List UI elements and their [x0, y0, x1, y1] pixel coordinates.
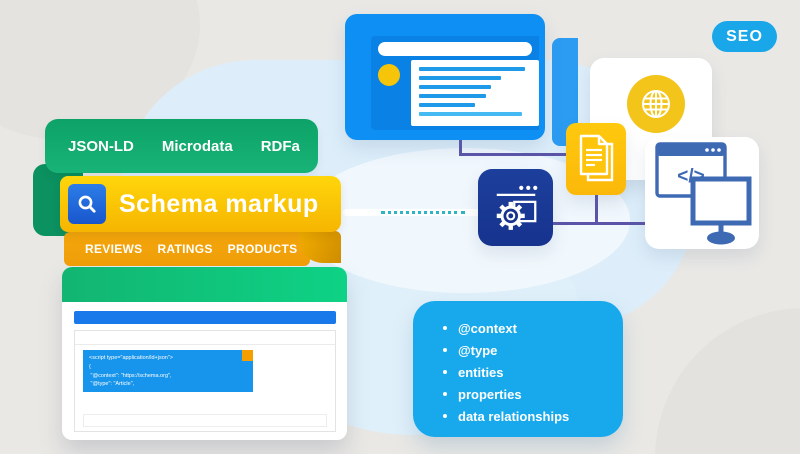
text-line [419, 103, 475, 107]
connector-line [595, 192, 598, 225]
background-circle [655, 308, 800, 454]
list-item: data relationships [443, 408, 623, 424]
page-title: Schema markup [119, 189, 319, 218]
document-card [566, 123, 626, 195]
code-snippet: <script type="application/ld+json"> { "@… [83, 350, 253, 389]
mockup-content-panel: <script type="application/ld+json"> { "@… [74, 330, 336, 432]
seo-badge[interactable]: SEO [712, 21, 777, 52]
schema-properties-list: @context @type entities properties data … [443, 320, 623, 424]
list-item: properties [443, 386, 623, 402]
text-line [419, 67, 525, 71]
format-tabs-banner: JSON-LD Microdata RDFa [45, 119, 318, 173]
list-item-label: entities [458, 364, 504, 380]
mockup-toolbar-strip [75, 331, 335, 345]
connector-line [552, 222, 648, 225]
document-icon [579, 134, 614, 182]
tab-microdata[interactable]: Microdata [161, 137, 233, 155]
text-line [419, 85, 491, 89]
list-item: @context [443, 320, 623, 336]
tab-rdfa[interactable]: RDFa [260, 137, 300, 155]
mockup-header-bar [62, 267, 347, 302]
list-item: @type [443, 342, 623, 358]
list-item-label: @type [458, 342, 498, 358]
globe-icon [627, 75, 685, 133]
search-button[interactable] [68, 184, 106, 224]
list-item-label: properties [458, 386, 522, 402]
webpage-mockup: <script type="application/ld+json"> { "@… [62, 267, 347, 440]
code-line: "@context": "https://schema.org", [89, 372, 172, 379]
connector-line [459, 153, 569, 156]
seo-badge-label: SEO [726, 27, 763, 45]
tab-reviews[interactable]: REVIEWS [85, 242, 143, 256]
bullet-dot [443, 326, 447, 330]
text-line [419, 76, 501, 80]
dotted-connector-dashes [381, 211, 465, 214]
avatar-dot [378, 64, 400, 86]
connector-line [459, 137, 462, 156]
code-selection-handle [242, 350, 253, 361]
code-editor[interactable]: <script type="application/ld+json"> { "@… [83, 350, 253, 392]
schema-markup-ribbon: Schema markup [60, 176, 341, 232]
code-line: { [89, 363, 91, 370]
mockup-footer-strip [83, 414, 327, 427]
dotted-connector [343, 209, 501, 216]
gear-icon [496, 185, 537, 230]
code-line: <script type="application/ld+json"> [89, 355, 174, 361]
list-item: entities [443, 364, 623, 380]
tab-ratings[interactable]: RATINGS [157, 242, 213, 256]
bullet-dot [443, 348, 447, 352]
bullet-dot [443, 414, 447, 418]
mockup-title-bar [74, 311, 336, 324]
list-item-label: @context [458, 320, 517, 336]
schema-properties-panel: @context @type entities properties data … [413, 301, 623, 437]
tab-products[interactable]: PRODUCTS [227, 242, 298, 256]
settings-card [478, 169, 553, 246]
bullet-dot [443, 392, 447, 396]
code-line: "@type": "Article", [89, 381, 135, 388]
code-monitor-icon: </> [655, 142, 752, 245]
tab-json-ld[interactable]: JSON-LD [68, 137, 134, 155]
browser-viewport [371, 36, 539, 130]
browser-window-illustration [345, 14, 545, 140]
list-item-label: data relationships [458, 408, 570, 424]
text-line [419, 112, 522, 116]
page-content-panel [411, 60, 539, 126]
code-monitor-card: </> [645, 137, 759, 249]
address-bar [378, 42, 532, 56]
bullet-dot [443, 370, 447, 374]
text-line [419, 94, 486, 98]
search-icon [78, 195, 96, 213]
category-tabs-banner: REVIEWS RATINGS PRODUCTS [64, 232, 310, 266]
